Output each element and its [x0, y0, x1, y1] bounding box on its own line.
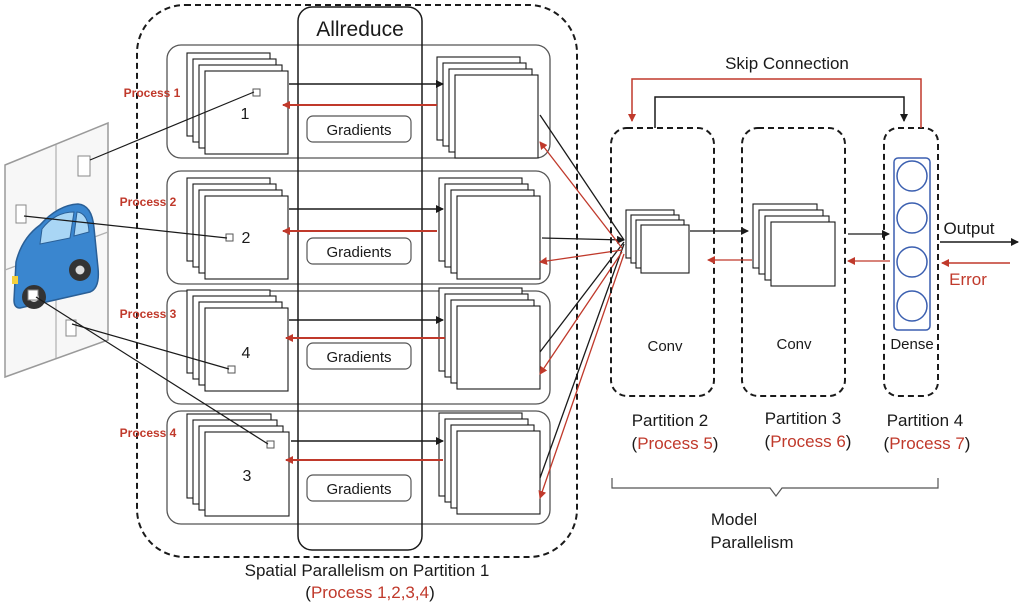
model-parallelism-brace	[611, 478, 939, 497]
output-label: Output	[943, 219, 994, 238]
row-arrows	[282, 80, 445, 464]
input-tile-stack-3	[186, 289, 289, 392]
spatial-parallelism-title: Spatial Parallelism on Partition 1	[245, 561, 490, 580]
paren-open-4: (	[884, 434, 890, 453]
partition-3-process: (Process 6)	[765, 432, 852, 451]
spatial-processes-text: Process 1,2,3,4	[311, 583, 429, 602]
partition-3-caption: Partition 3	[765, 409, 842, 428]
partition-4-layer-label: Dense	[890, 336, 933, 353]
output-tile-stack-4	[438, 412, 541, 515]
feature-map-stacks	[186, 52, 836, 517]
process-row-3-box	[166, 290, 551, 405]
patch-marker-3	[227, 365, 236, 374]
skip-connection-label: Skip Connection	[725, 54, 849, 73]
spatial-parallelism-group	[136, 4, 578, 558]
model-parallelism-line2: Parallelism	[710, 533, 793, 552]
partition-4-process: (Process 7)	[884, 434, 971, 453]
process-label-1: Process 1	[124, 86, 181, 100]
input-tile-stack-2	[186, 177, 289, 280]
partition-2-caption: Partition 2	[632, 411, 709, 430]
conv-stack-partition-3	[752, 203, 836, 287]
patch-connector-lines	[23, 91, 269, 445]
process-row-2-box	[166, 170, 551, 285]
feature-map-layer	[456, 305, 541, 390]
partition-4-box	[883, 127, 939, 397]
gradients-label-3: Gradients	[326, 349, 391, 366]
gradients-box-4: Gradients	[306, 474, 412, 502]
tile-number-1: 1	[241, 106, 250, 123]
spatial-paren-close: )	[429, 583, 435, 602]
paren-open-3: (	[765, 432, 771, 451]
input-tile-stack-1	[186, 52, 289, 155]
feature-map-layer	[204, 431, 290, 517]
partition-3-box	[741, 127, 846, 397]
input-tile-stack-4	[186, 413, 290, 517]
process-label-4: Process 4	[120, 426, 177, 440]
output-tile-stack-3	[438, 287, 541, 390]
spatial-paren-open: (	[305, 583, 311, 602]
gradients-box-3: Gradients	[306, 342, 412, 370]
paren-close-4: )	[965, 434, 971, 453]
gradients-box-1: Gradients	[306, 115, 412, 143]
partition-4-caption: Partition 4	[887, 411, 964, 430]
input-image	[4, 121, 109, 379]
patch-marker-4	[266, 440, 275, 449]
tile-number-2: 2	[242, 230, 251, 247]
partition-3-layer-label: Conv	[776, 336, 812, 353]
feature-map-layer	[454, 74, 539, 159]
partition-4-process-text: Process 7	[889, 434, 965, 453]
allreduce-label: Allreduce	[316, 18, 404, 41]
feature-map-layer	[770, 221, 836, 287]
partition-3-process-text: Process 6	[770, 432, 846, 451]
output-tile-stack-1	[436, 56, 539, 159]
partition-2-layer-label: Conv	[647, 338, 683, 355]
feature-map-layer	[456, 430, 541, 515]
gradients-label-1: Gradients	[326, 122, 391, 139]
gradients-label-4: Gradients	[326, 481, 391, 498]
allreduce-column	[297, 6, 423, 551]
feature-map-layer	[456, 195, 541, 280]
error-label: Error	[949, 270, 987, 289]
paren-open-2: (	[632, 434, 638, 453]
partition-2-process: (Process 5)	[632, 434, 719, 453]
partition-arrows	[690, 227, 1019, 267]
feature-map-layer	[640, 224, 690, 274]
partition-2-process-text: Process 5	[637, 434, 713, 453]
feature-map-layer	[204, 307, 289, 392]
process-row-1-box	[166, 44, 551, 159]
tile-number-4: 3	[243, 468, 252, 485]
spatial-parallelism-processes: (Process 1,2,3,4)	[305, 583, 434, 602]
paren-close-3: )	[846, 432, 852, 451]
output-tile-stack-2	[438, 177, 541, 280]
paren-close-2: )	[713, 434, 719, 453]
process-label-2: Process 2	[120, 195, 177, 209]
skip-connection-arrows	[628, 78, 922, 128]
feature-map-layer	[204, 70, 289, 155]
conv-stack-partition-2	[625, 209, 690, 274]
dense-nodes	[893, 157, 931, 331]
tile-number-3: 4	[242, 345, 251, 362]
process-label-3: Process 3	[120, 307, 177, 321]
model-parallelism-line1: Model	[711, 510, 757, 529]
gradients-box-2: Gradients	[306, 237, 412, 265]
gradients-label-2: Gradients	[326, 244, 391, 261]
